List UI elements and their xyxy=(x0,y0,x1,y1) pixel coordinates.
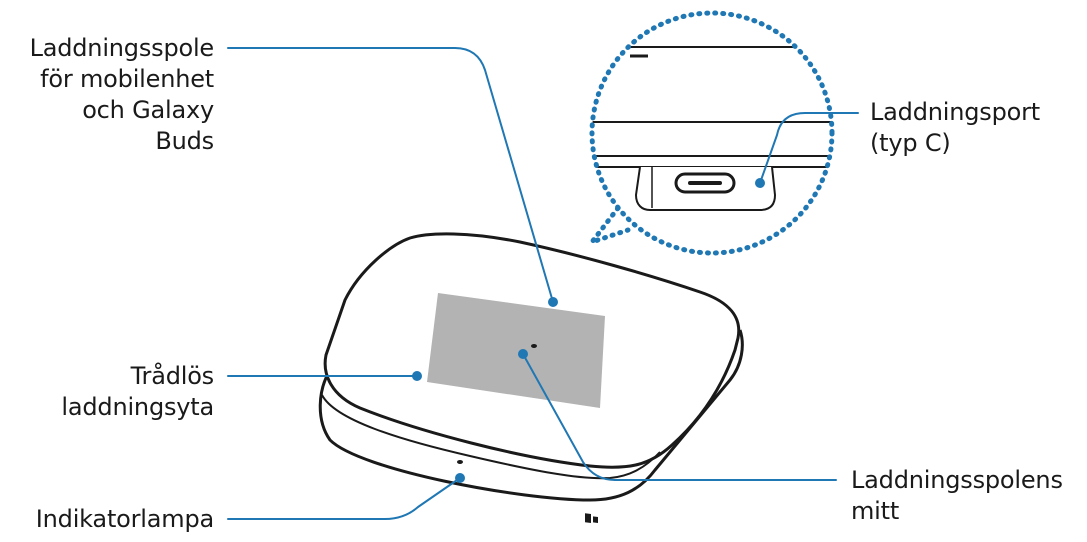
label-center-line-1: Laddningsspolens xyxy=(851,466,1063,494)
label-center-line-2: mitt xyxy=(851,497,900,525)
label-surface: Trådlös laddningsyta xyxy=(0,361,214,423)
coil-area xyxy=(427,293,605,408)
port-magnifier xyxy=(585,10,835,256)
leader-center xyxy=(522,353,837,481)
leader-center-dot xyxy=(518,349,528,359)
logo-mark-1 xyxy=(585,513,591,524)
label-center: Laddningsspolens mitt xyxy=(851,465,1063,527)
magnifier-tail xyxy=(585,205,631,247)
label-port-line-1: Laddningsport xyxy=(870,98,1040,126)
label-coil-line-2: för mobilenhet xyxy=(40,65,214,93)
label-coil-line-4: Buds xyxy=(155,127,214,155)
magnifier-circle xyxy=(589,10,835,256)
leader-lines xyxy=(227,47,859,520)
label-port: Laddningsport (typ C) xyxy=(870,97,1040,159)
coil-center-mark xyxy=(531,344,537,348)
leader-port-dot xyxy=(755,178,765,188)
leader-port xyxy=(759,112,859,184)
charging-pad xyxy=(318,232,744,524)
magnified-port-view xyxy=(592,46,832,211)
label-indicator-line-1: Indikatorlampa xyxy=(35,505,214,533)
leader-indicator-dot xyxy=(455,473,465,483)
label-coil: Laddningsspole för mobilenhet och Galaxy… xyxy=(0,33,215,157)
label-surface-line-1: Trådlös xyxy=(130,362,215,390)
leader-surface-dot xyxy=(412,371,422,381)
leader-coil-dot xyxy=(548,297,558,307)
leader-indicator xyxy=(227,477,461,520)
indicator-lamp-dot xyxy=(457,460,463,464)
label-coil-line-3: och Galaxy xyxy=(82,96,214,124)
label-port-line-2: (typ C) xyxy=(870,129,951,157)
label-surface-line-2: laddningsyta xyxy=(61,393,214,421)
leader-coil xyxy=(227,47,554,303)
label-coil-line-1: Laddningsspole xyxy=(29,34,215,62)
pad-edge-line xyxy=(321,394,661,480)
label-indicator: Indikatorlampa xyxy=(0,504,214,535)
logo-mark-2 xyxy=(593,516,598,524)
